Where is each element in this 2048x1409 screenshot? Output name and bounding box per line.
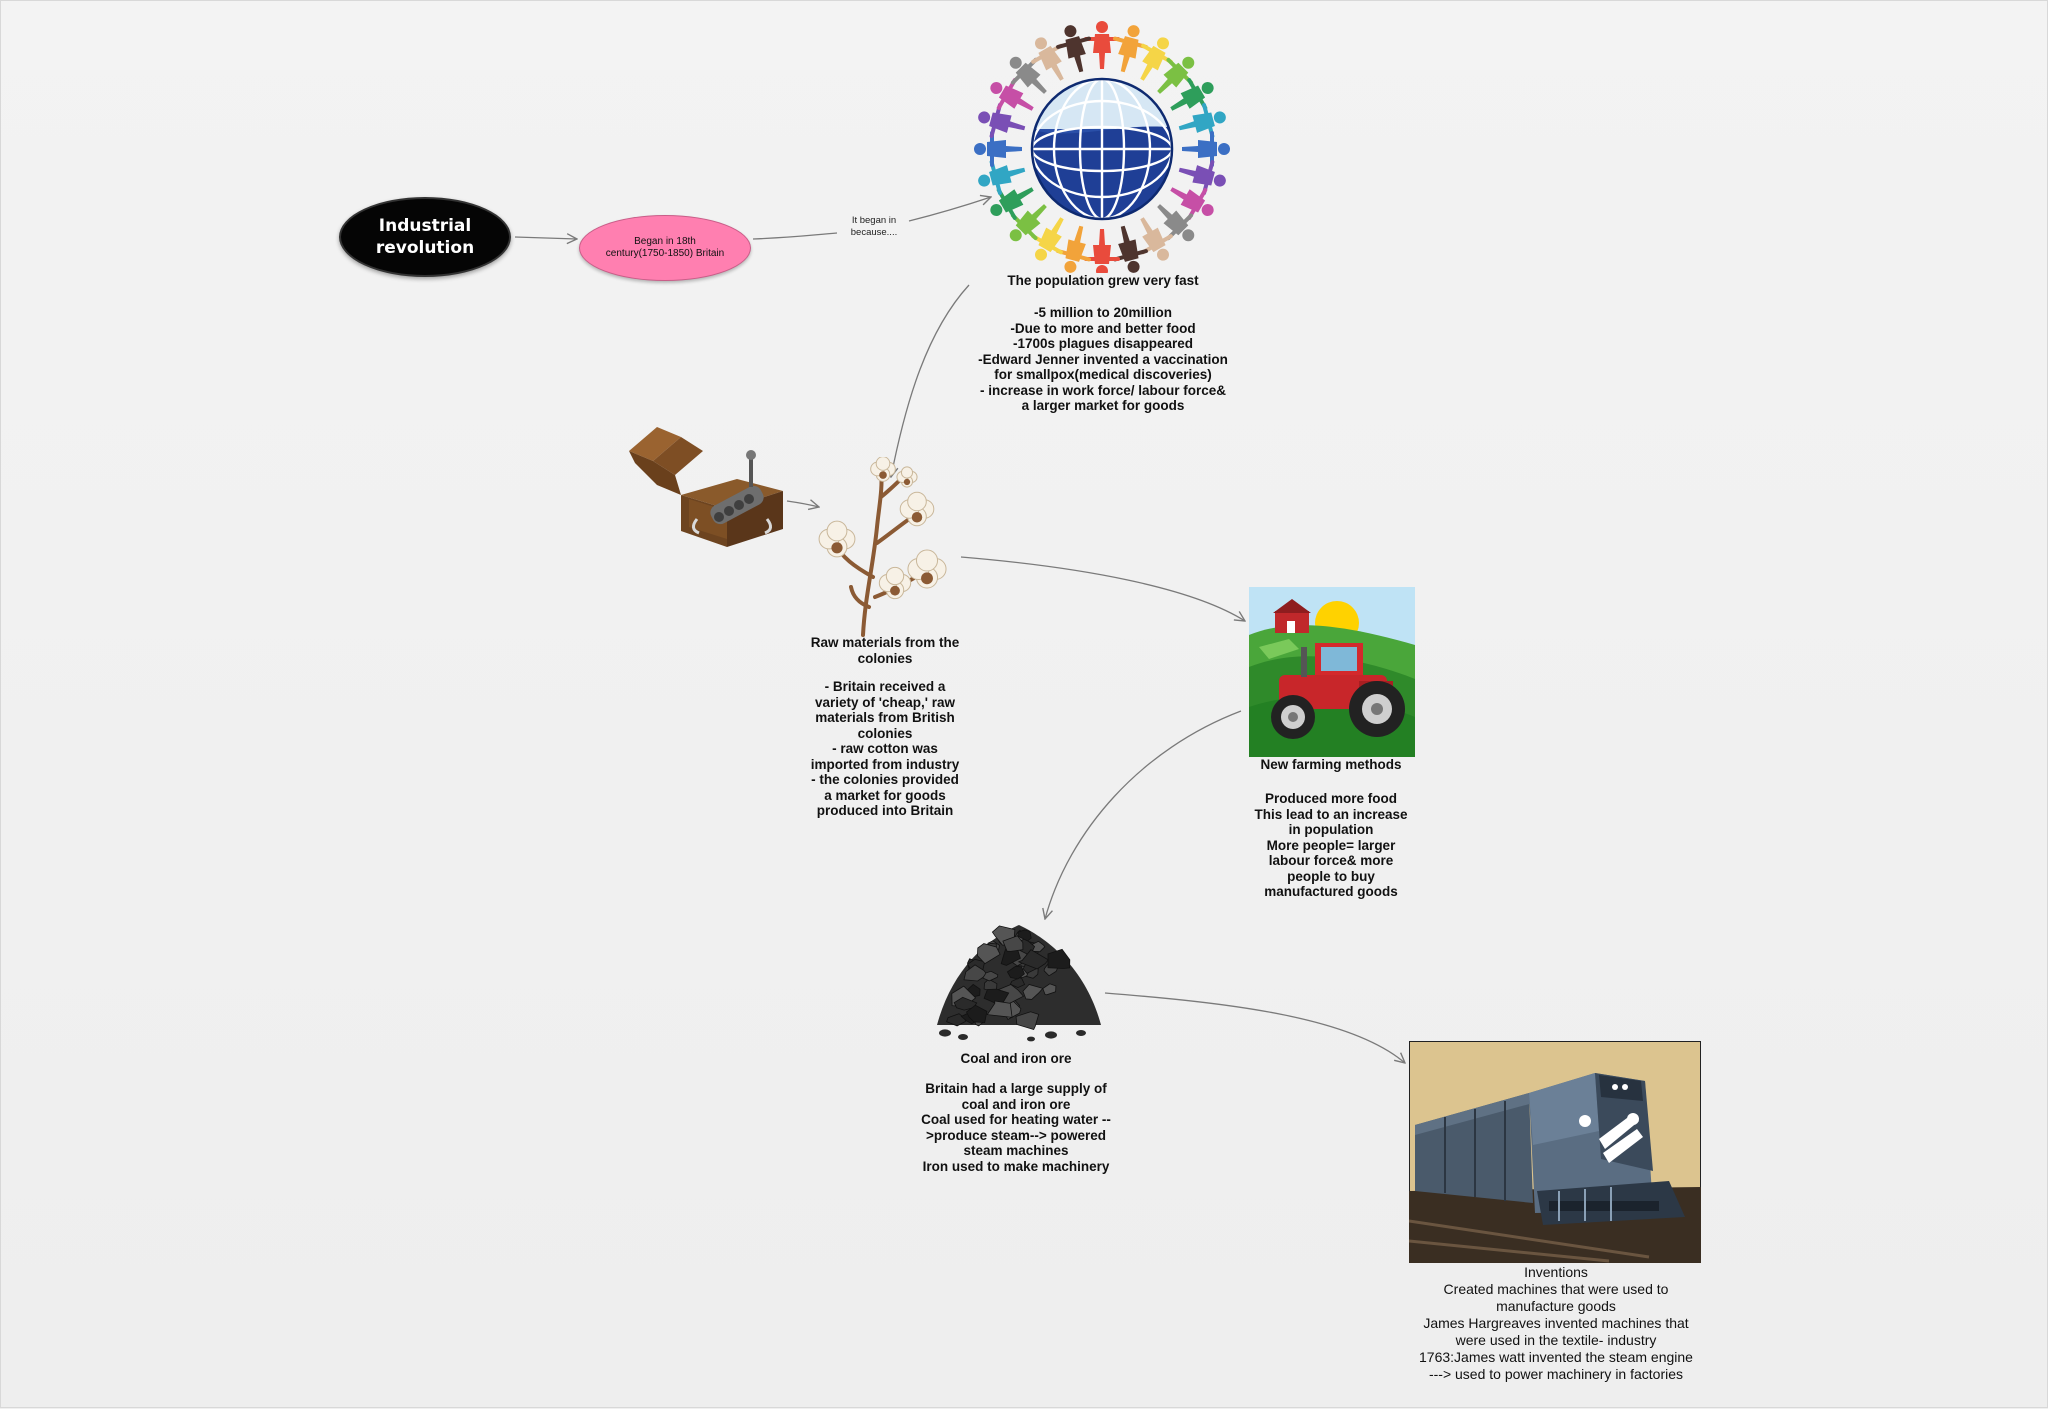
population-title: The population grew very fast xyxy=(1007,273,1199,288)
connector-coal-to-inventions xyxy=(1104,992,1405,1063)
connector-label: It began in because.... xyxy=(850,215,898,238)
globe-people-icon[interactable] xyxy=(971,11,1233,273)
cotton-gin-icon[interactable] xyxy=(627,425,787,547)
inventions-text: Inventions Created machines that were us… xyxy=(1419,1264,1693,1382)
locomotive-icon[interactable] xyxy=(1409,1041,1701,1263)
connector-farming-to-coal xyxy=(1045,710,1242,919)
tractor-farm-icon[interactable] xyxy=(1249,587,1415,757)
farming-details: Produced more food This lead to an incre… xyxy=(1254,791,1408,899)
cotton-plant-icon[interactable] xyxy=(811,457,959,637)
began-in-18th-century-node[interactable]: Began in 18th century(1750-1850) Britain xyxy=(579,215,751,281)
connector-population-to-cotton xyxy=(891,284,970,477)
connector-label-to-globe xyxy=(908,197,991,222)
farming-title: New farming methods xyxy=(1260,757,1402,772)
raw-materials-details: - Britain received a variety of 'cheap,'… xyxy=(810,679,960,818)
coal-details: Britain had a large supply of coal and i… xyxy=(921,1081,1111,1174)
connector-gin-to-cotton xyxy=(786,501,819,507)
industrial-revolution-node[interactable]: Industrial revolution xyxy=(339,197,511,277)
coal-title: Coal and iron ore xyxy=(960,1051,1072,1066)
population-details: -5 million to 20million -Due to more and… xyxy=(978,305,1228,413)
began-node-label: Began in 18th century(1750-1850) Britain xyxy=(605,236,725,259)
connector-began-to-population xyxy=(752,232,838,240)
connector-ir-to-began xyxy=(514,237,577,239)
raw-materials-title: Raw materials from the colonies xyxy=(810,635,960,666)
coal-pile-icon[interactable] xyxy=(931,913,1107,1043)
connector-cotton-to-farming xyxy=(960,556,1245,621)
industrial-revolution-label: Industrial revolution xyxy=(375,216,475,258)
